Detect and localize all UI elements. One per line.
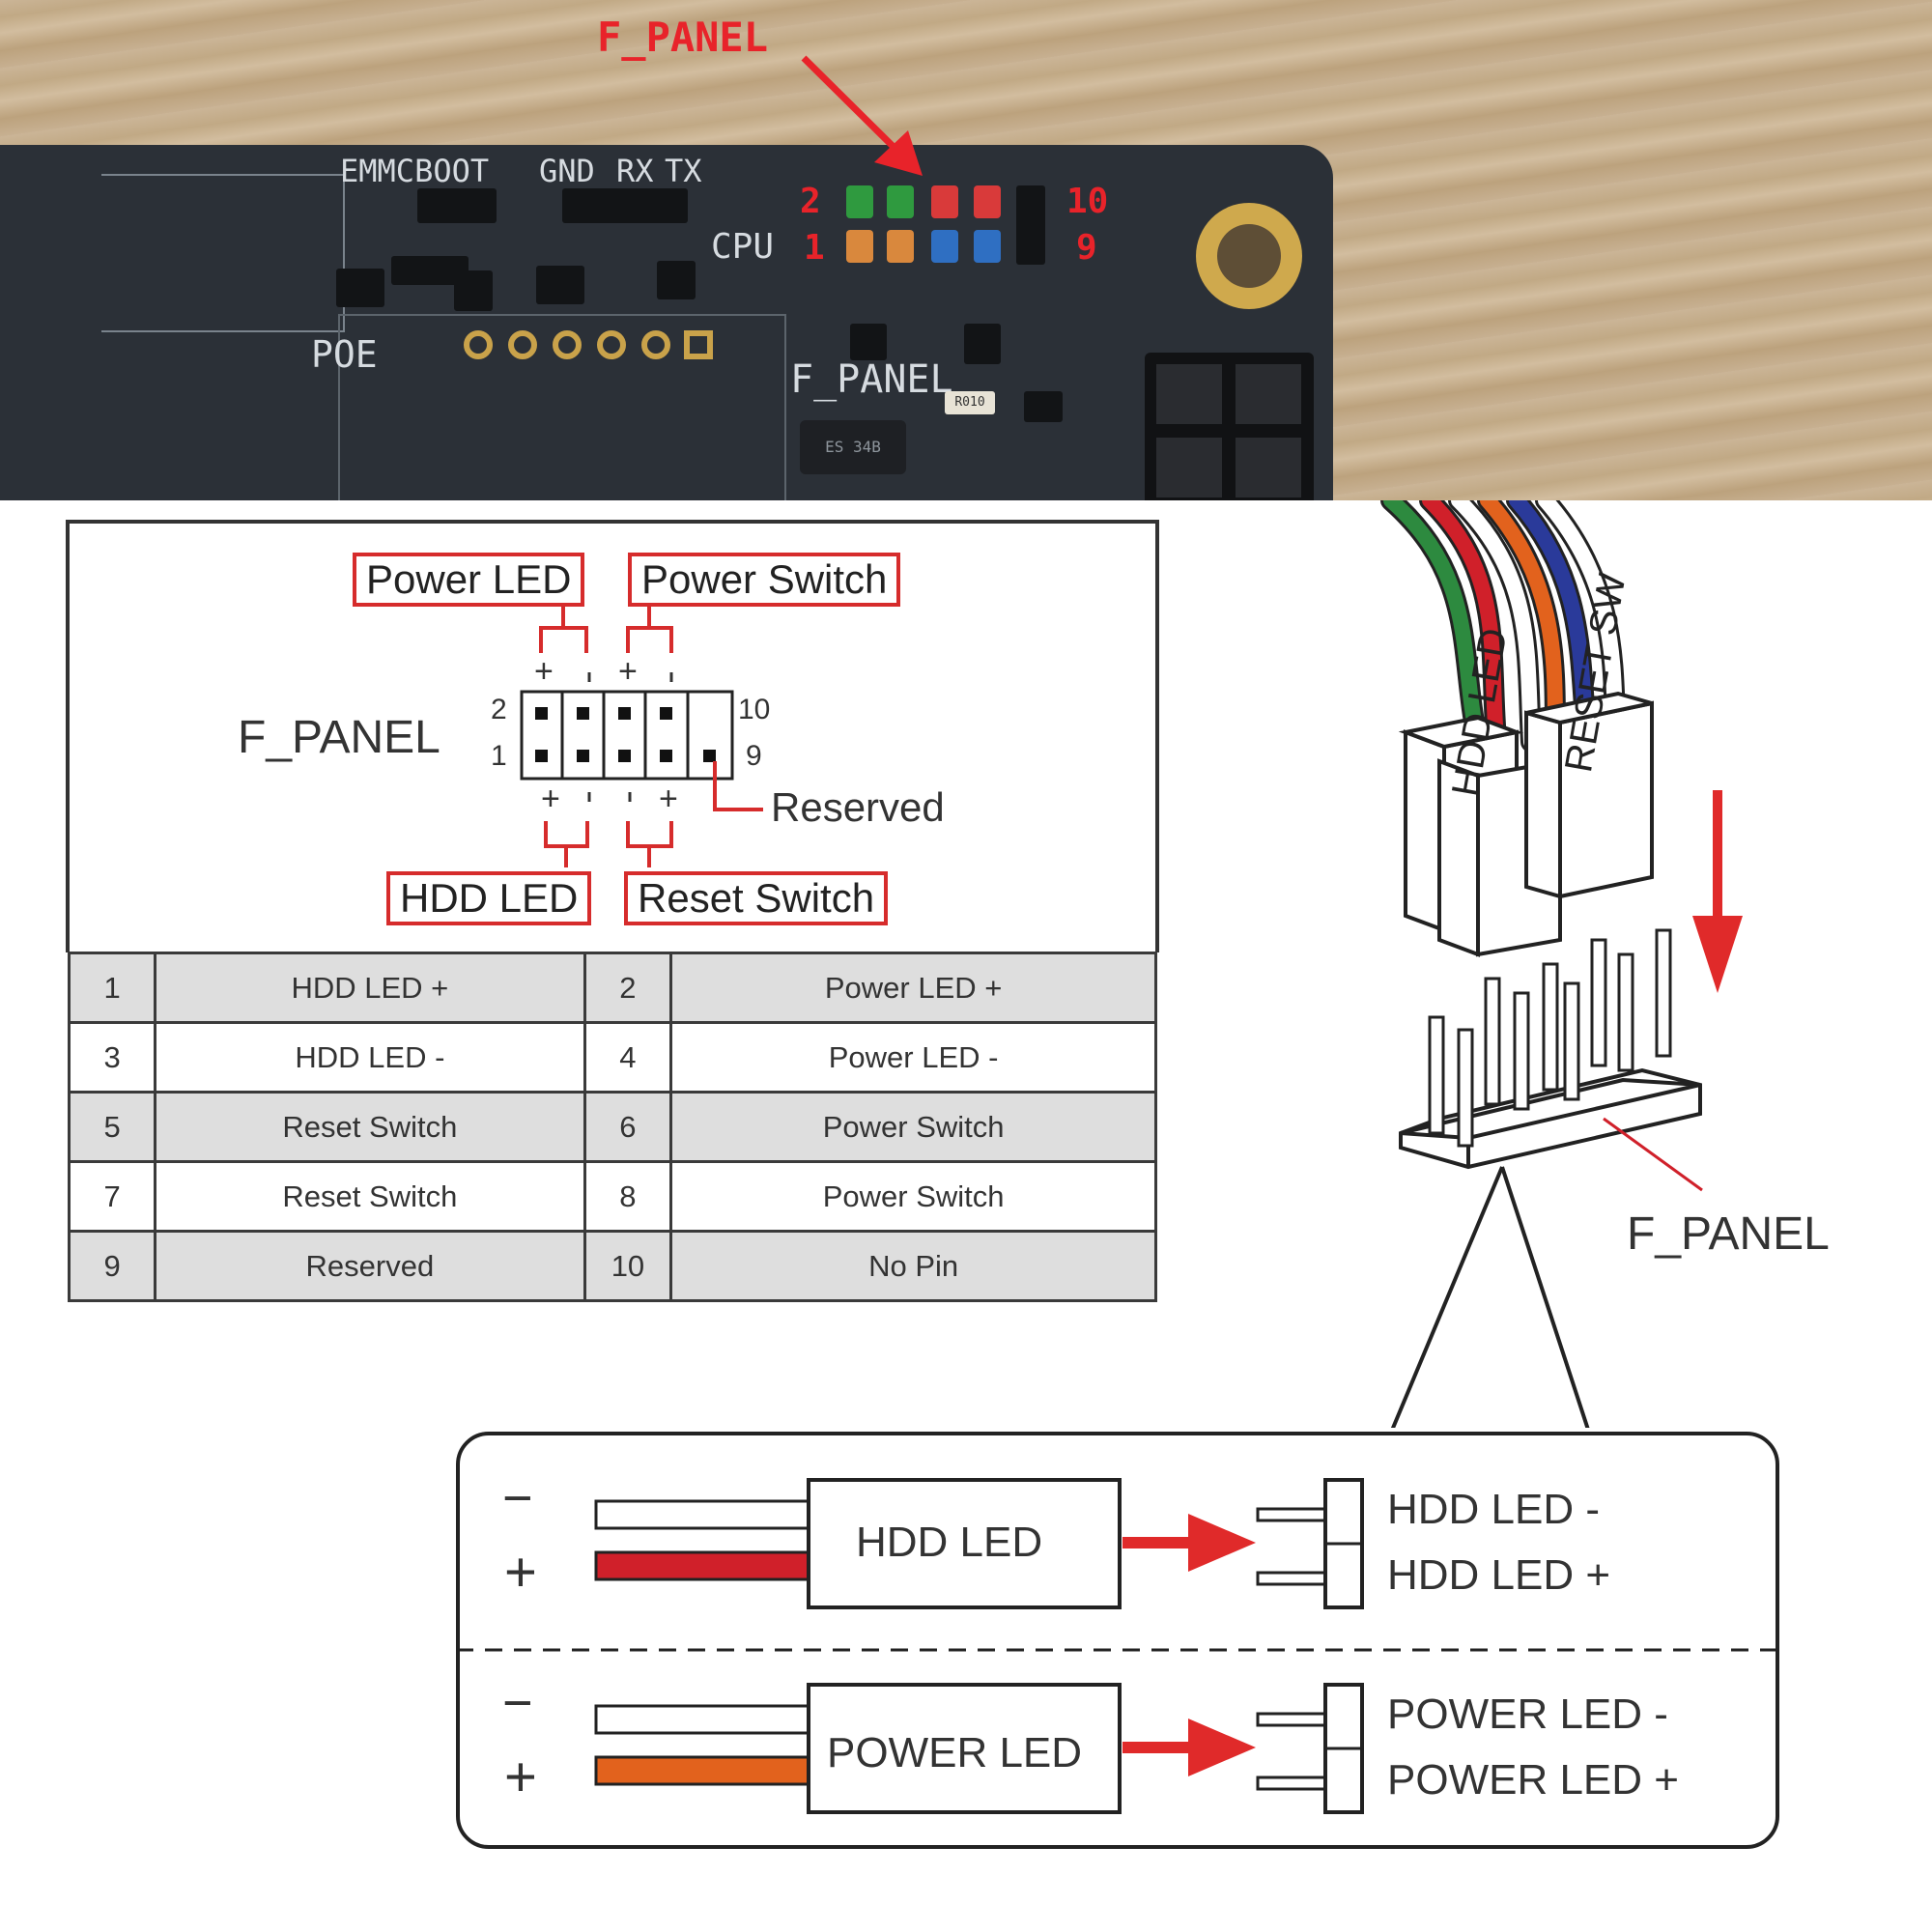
table-pin-function: Reset Switch xyxy=(156,1162,584,1232)
connector-illustration xyxy=(1333,500,1932,1428)
power-led-minus-label: POWER LED - xyxy=(1387,1690,1668,1739)
table-pin-number: 4 xyxy=(584,1023,671,1093)
table-pin-function: Power Switch xyxy=(671,1162,1156,1232)
table-row: 5Reset Switch6Power Switch xyxy=(70,1093,1156,1162)
table-pin-number: 1 xyxy=(70,953,156,1023)
table-row: 1HDD LED +2Power LED + xyxy=(70,953,1156,1023)
power-plus-sign: + xyxy=(504,1745,537,1809)
table-pin-number: 10 xyxy=(584,1232,671,1301)
table-pin-number: 9 xyxy=(70,1232,156,1301)
table-pin-function: Reset Switch xyxy=(156,1093,584,1162)
table-row: 9Reserved10No Pin xyxy=(70,1232,1156,1301)
hdd-led-minus-label: HDD LED - xyxy=(1387,1486,1600,1534)
hdd-minus-sign: − xyxy=(502,1468,533,1528)
photo-pin-1: 1 xyxy=(804,228,825,268)
callout-arrow xyxy=(0,0,1932,500)
table-pin-function: No Pin xyxy=(671,1232,1156,1301)
photo-pin-2: 2 xyxy=(800,182,821,221)
pinout-diagram xyxy=(0,520,1159,954)
table-pin-number: 8 xyxy=(584,1162,671,1232)
table-pin-number: 3 xyxy=(70,1023,156,1093)
power-minus-sign: − xyxy=(502,1673,533,1733)
table-pin-function: Reserved xyxy=(156,1232,584,1301)
power-led-box-label: POWER LED xyxy=(827,1729,1082,1777)
table-pin-function: Power LED - xyxy=(671,1023,1156,1093)
motherboard-photo: EMMCBOOT GND RX TX CPU POE F_PANEL R010 … xyxy=(0,0,1932,500)
table-pin-function: Power Switch xyxy=(671,1093,1156,1162)
table-row: 3HDD LED -4Power LED - xyxy=(70,1023,1156,1093)
table-pin-number: 2 xyxy=(584,953,671,1023)
power-led-plus-label: POWER LED + xyxy=(1387,1756,1679,1804)
table-pin-number: 6 xyxy=(584,1093,671,1162)
table-pin-function: HDD LED + xyxy=(156,953,584,1023)
hdd-plus-sign: + xyxy=(504,1540,537,1605)
table-pin-number: 7 xyxy=(70,1162,156,1232)
hdd-led-box-label: HDD LED xyxy=(856,1519,1042,1567)
table-row: 7Reset Switch8Power Switch xyxy=(70,1162,1156,1232)
table-pin-function: Power LED + xyxy=(671,953,1156,1023)
hdd-led-plus-label: HDD LED + xyxy=(1387,1551,1610,1600)
photo-pin-10: 10 xyxy=(1066,182,1108,221)
connector-f-panel-label: F_PANEL xyxy=(1627,1208,1830,1261)
photo-pin-9: 9 xyxy=(1076,228,1097,268)
pinout-table: 1HDD LED +2Power LED +3HDD LED -4Power L… xyxy=(68,952,1157,1302)
table-pin-number: 5 xyxy=(70,1093,156,1162)
table-pin-function: HDD LED - xyxy=(156,1023,584,1093)
